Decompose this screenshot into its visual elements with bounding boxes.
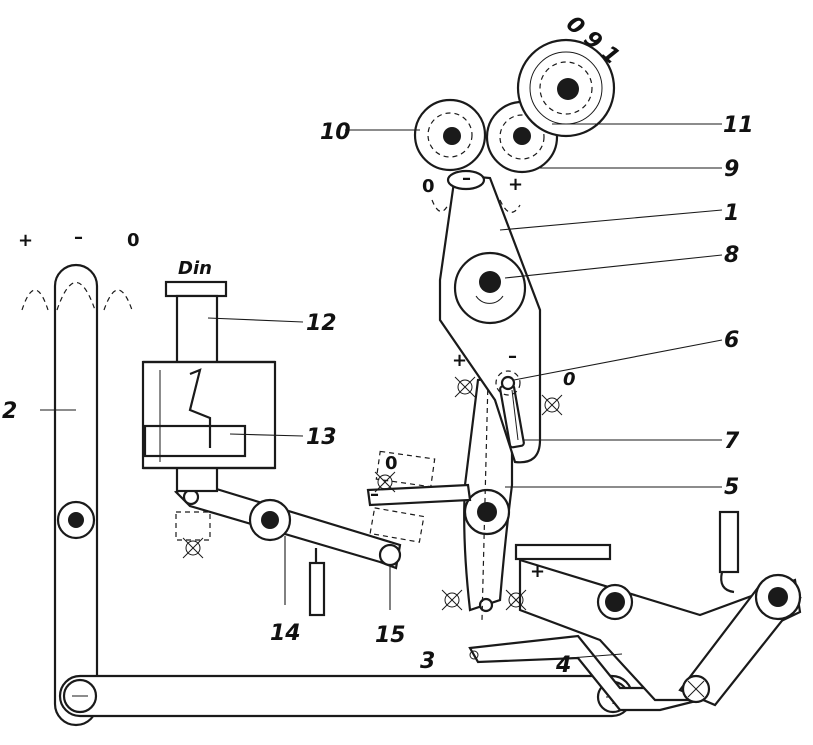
guide-13 xyxy=(141,360,277,470)
shoe-minus-sign: – xyxy=(370,484,379,505)
position-marks xyxy=(182,376,563,611)
lever-2-position-arcs xyxy=(21,281,133,311)
stop-pin-right xyxy=(718,510,740,594)
link-15-rod xyxy=(308,548,326,617)
label-14: 14 xyxy=(270,621,301,646)
pin-6 xyxy=(495,370,521,396)
shoe-lower xyxy=(366,483,472,543)
label-12: 12 xyxy=(306,311,337,336)
lever-2-minus-sign: – xyxy=(74,227,83,248)
label-6: 6 xyxy=(724,328,739,353)
lever-zero-sign: 0 xyxy=(563,369,576,390)
label-5: 5 xyxy=(724,475,739,500)
lever-2 xyxy=(53,263,99,727)
label-10: 10 xyxy=(320,120,351,145)
tip-minus-sign: – xyxy=(462,168,471,189)
label-11: 11 xyxy=(723,113,754,138)
lever-minus-sign: – xyxy=(508,346,517,367)
latch-below-12 xyxy=(175,511,211,541)
label-8: 8 xyxy=(724,243,739,268)
leader-lines xyxy=(40,123,723,659)
label-3: 3 xyxy=(420,649,435,674)
shoe-zero-sign: 0 xyxy=(385,453,398,474)
label-1: 1 xyxy=(724,201,739,226)
lever-plus-sign: + xyxy=(452,350,467,371)
plate-plus-sign: + xyxy=(530,561,545,582)
roller-10 xyxy=(413,98,487,172)
label-13: 13 xyxy=(306,425,337,450)
label-15: 15 xyxy=(375,623,406,648)
label-9: 9 xyxy=(724,157,739,182)
lever-5 xyxy=(463,299,514,621)
label-2: 2 xyxy=(2,399,17,424)
label-4: 4 xyxy=(555,653,571,678)
lever-2-plus-sign: + xyxy=(18,230,33,251)
din-label: Din xyxy=(178,258,212,279)
rocker-right xyxy=(678,573,802,707)
tip-zero-sign: 0 xyxy=(422,176,435,197)
label-7: 7 xyxy=(724,429,740,454)
shoe-upper xyxy=(375,450,436,488)
bar-right-small xyxy=(514,543,612,561)
lever-2-zero-sign: 0 xyxy=(127,230,140,251)
contact-tip xyxy=(431,169,521,213)
link-bar-3 xyxy=(58,674,634,718)
tip-plus-sign: + xyxy=(508,174,523,195)
roller-1-reel xyxy=(516,38,616,138)
